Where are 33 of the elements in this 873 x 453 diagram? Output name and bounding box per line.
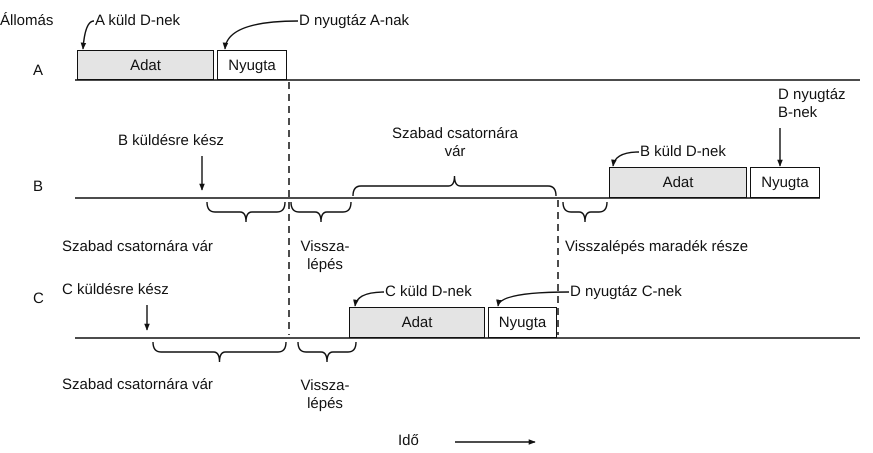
- annotation-text: Visszalépés maradék része: [565, 238, 748, 256]
- annotation-text: C küldésre kész: [62, 281, 169, 299]
- annotation-text: Szabad csatornára vár: [62, 238, 213, 256]
- annotation-text: B küld D-nek: [640, 143, 726, 161]
- annotation-text: Szabad csatornára vár: [62, 376, 213, 394]
- axis-label: Idő: [398, 432, 419, 450]
- data-frame: Adat: [609, 167, 747, 198]
- leader-arrow: [354, 291, 384, 307]
- annotation-text: D nyugtáz A-nak: [299, 12, 410, 30]
- station-label: A: [33, 62, 44, 80]
- annotation-text: Vissza- lépés: [300, 238, 350, 274]
- ack-frame: Nyugta: [217, 50, 287, 80]
- ack-frame: Nyugta: [750, 167, 820, 198]
- annotation-text: D nyugtáz B-nek: [778, 86, 856, 122]
- data-frame: Adat: [349, 307, 485, 338]
- leader-arrow: [144, 305, 150, 331]
- annotation-text: B küldésre kész: [118, 132, 224, 150]
- annotation-text: C küld D-nek: [385, 283, 472, 301]
- annotation-text: Szabad csatornára vár: [391, 125, 519, 161]
- annotation-text: A küld D-nek: [95, 12, 180, 30]
- station-heading: Állomás: [0, 12, 54, 30]
- leader-arrow: [612, 151, 640, 167]
- annotation-text: D nyugtáz C-nek: [570, 283, 682, 301]
- data-frame: Adat: [77, 50, 214, 80]
- leader-arrow: [777, 128, 783, 167]
- annotation-text: Vissza- lépés: [300, 377, 350, 413]
- station-label: C: [33, 290, 44, 308]
- leader-arrow: [80, 20, 94, 50]
- station-label: B: [33, 178, 44, 196]
- leader-arrow: [199, 156, 205, 191]
- leader-arrow: [497, 291, 569, 307]
- ack-frame: Nyugta: [488, 307, 557, 338]
- leader-arrow: [223, 20, 298, 50]
